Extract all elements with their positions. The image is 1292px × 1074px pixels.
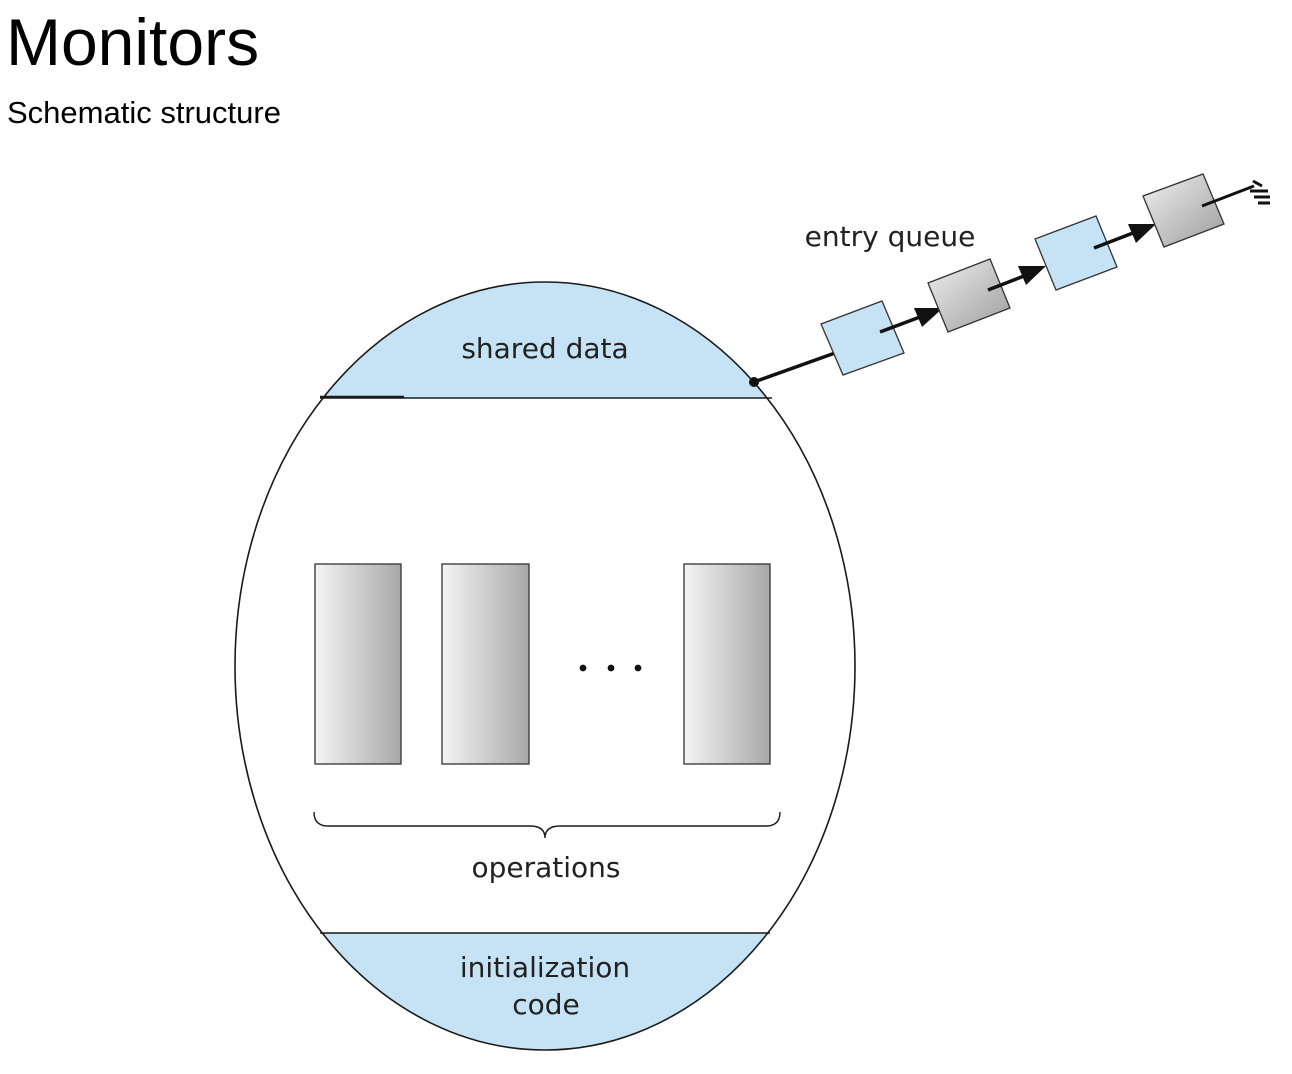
monitor-ellipse	[234, 281, 856, 1051]
operation-box	[683, 563, 771, 765]
ellipsis-dots	[579, 664, 642, 672]
initialization-label-line1: initialization	[460, 951, 630, 984]
queue-node	[1034, 215, 1118, 291]
queue-node	[1142, 173, 1225, 248]
initialization-label-line2: code	[512, 988, 580, 1021]
operation-box	[314, 563, 402, 765]
queue-null-terminator	[1201, 179, 1270, 208]
slide-title: Monitors	[6, 5, 260, 79]
entry-queue-label: entry queue	[805, 220, 976, 253]
queue-node	[820, 300, 905, 376]
shared-data-label: shared data	[461, 332, 628, 365]
operations-label: operations	[471, 851, 620, 884]
queue-node	[927, 258, 1011, 333]
operations-brace	[313, 811, 781, 839]
slide-subtitle: Schematic structure	[7, 95, 281, 130]
operation-box	[441, 563, 530, 765]
